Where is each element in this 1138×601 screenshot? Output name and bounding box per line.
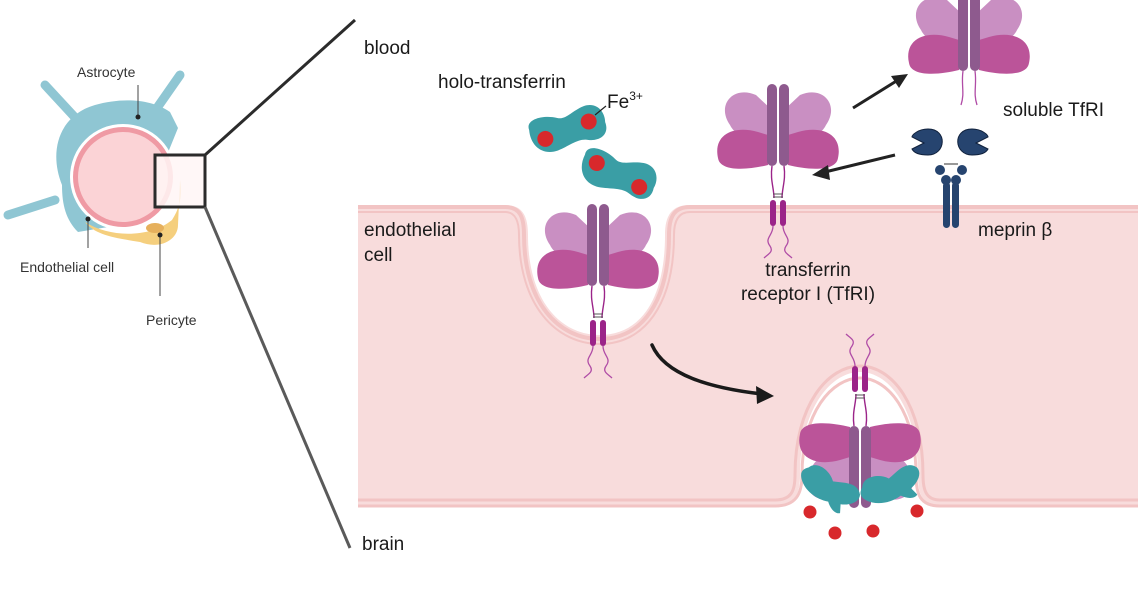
holo-transferrin-1 [526,102,610,156]
iron-ion [803,505,817,519]
label-endothelial-cell: Endothelial cell [20,259,114,275]
released-iron [803,504,924,540]
endothelial-cell-body [358,205,1138,505]
apo-transferrin-2 [860,465,920,504]
label-astrocyte: Astrocyte [77,64,136,80]
iron-ion [866,524,880,538]
label-transferrin-receptor-line2: receptor I (TfRI) [741,284,875,305]
label-cell: cell [364,245,393,266]
apo-transferrin-1 [801,465,860,514]
meprin-beta [911,128,989,228]
iron-ion [910,504,924,518]
label-transferrin-receptor-line1: transferrin [765,260,851,281]
label-pericyte: Pericyte [146,312,197,328]
iron-ion [828,526,842,540]
label-meprin: meprin β [978,220,1052,241]
zoom-box [153,153,207,209]
basal-membrane-outer [358,376,1138,508]
label-holo-transferrin: holo-transferrin [438,72,566,93]
iron-ion [631,178,648,195]
soluble-tfri [908,0,1030,106]
iron-ion [588,155,605,172]
basal-membrane [358,364,1138,502]
iron-ion [537,130,554,147]
endothelial-layer-panel [358,205,1138,508]
arrow-shedding [852,74,908,110]
pericyte-nucleus [146,223,164,233]
label-endothelial: endothelial [364,220,456,241]
apical-membrane-inner [358,211,1138,346]
fe-pointer [594,105,607,116]
arrow-transcytosis [650,343,774,404]
iron-ion [580,113,597,130]
arrow-cleavage [812,153,896,180]
vessel-lumen [78,132,168,222]
label-fe3: Fe3+ [607,89,643,113]
label-blood: blood [364,38,411,59]
zoom-line-top [203,18,357,157]
vessel-cross-section: Astrocyte Endothelial cell Pericyte [3,18,357,549]
label-soluble-tfri: soluble TfRI [1003,100,1104,121]
holo-transferrin-2 [575,142,661,206]
zoom-line-bottom [203,206,352,549]
label-brain: brain [362,534,404,555]
